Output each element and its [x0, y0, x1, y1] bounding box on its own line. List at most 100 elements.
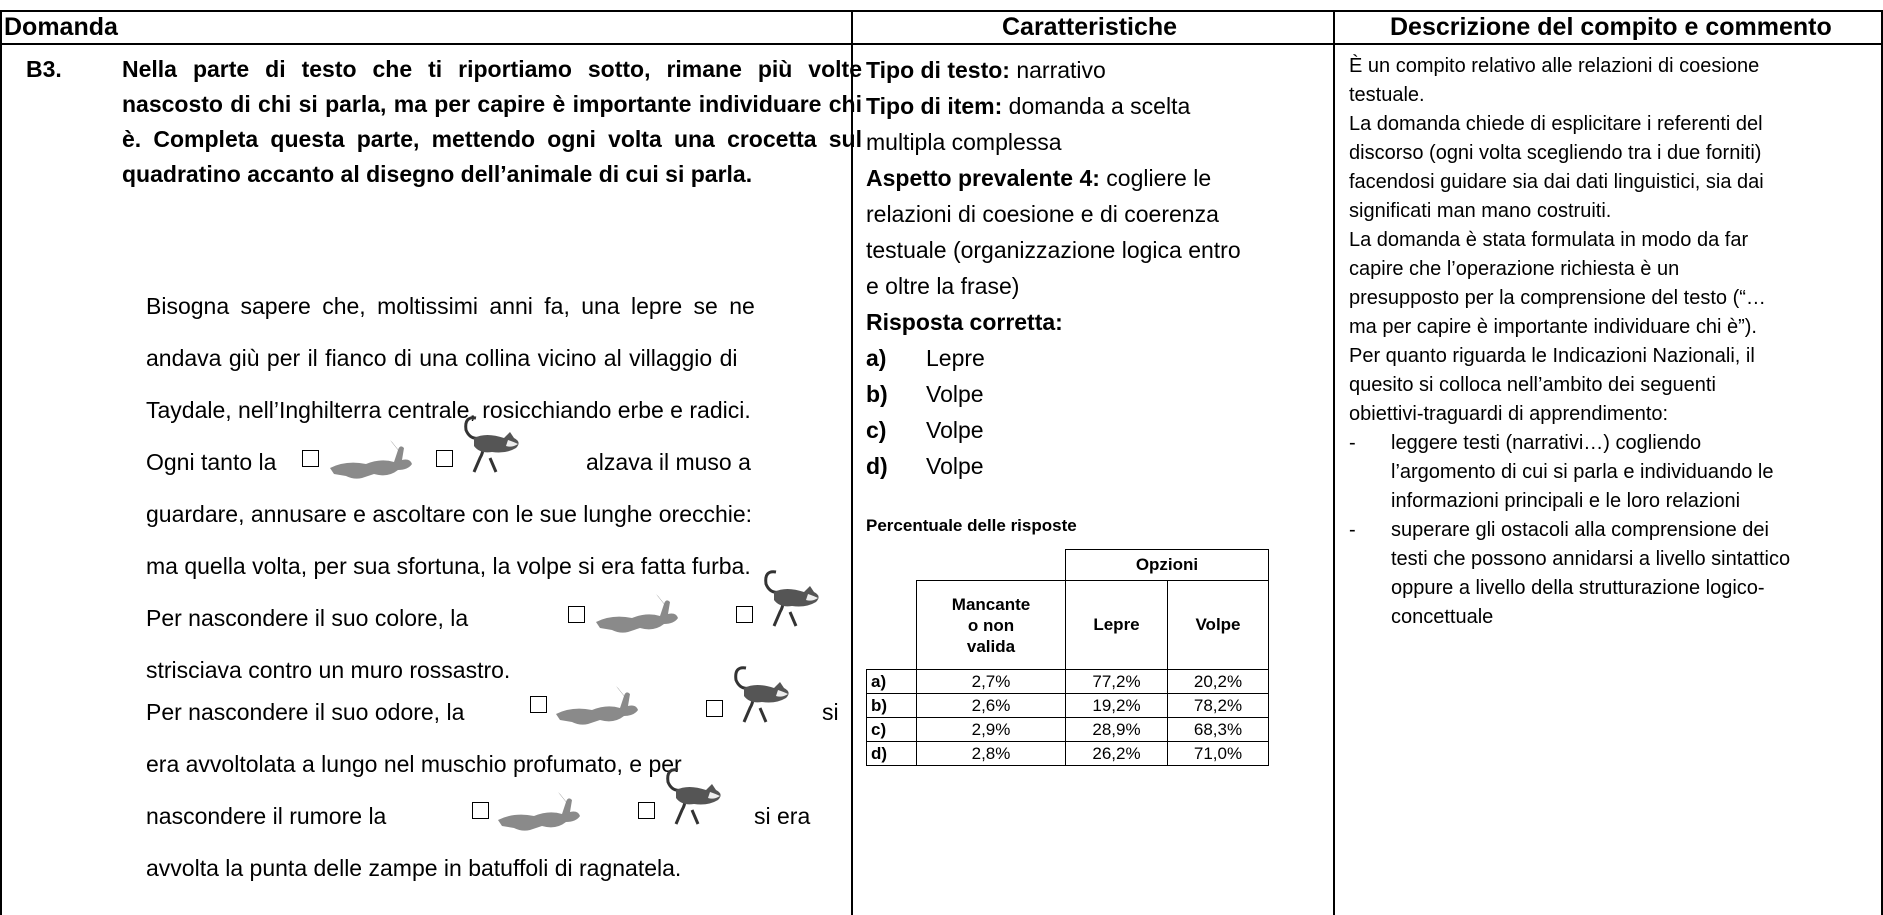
option-hare-2[interactable] [568, 578, 688, 638]
bullet-line: concettuale [1391, 606, 1494, 628]
tipo-item-label: Tipo di item: [866, 93, 1003, 119]
question-number: B3. [26, 56, 62, 82]
story-line: andava giù per il fianco di una collina … [146, 345, 738, 371]
story-line: nascondere il rumore la [146, 803, 387, 829]
cell-volpe: 20,2% [1167, 669, 1269, 694]
checkbox[interactable] [736, 606, 753, 623]
checkbox[interactable] [472, 802, 489, 819]
cell-lepre: 28,9% [1065, 717, 1168, 742]
checkbox[interactable] [638, 802, 655, 819]
checkbox[interactable] [706, 700, 723, 717]
option-hare-1[interactable] [302, 424, 422, 484]
desc-line: significati man mano costruiti. [1349, 200, 1612, 222]
tipo-item: Tipo di item: domanda a scelta [866, 88, 1190, 124]
fox-icon [658, 766, 728, 828]
desc-line: ma per capire è importante individuare c… [1349, 316, 1757, 338]
answer-letter: c) [866, 417, 887, 443]
desc-line: È un compito relativo alle relazioni di … [1349, 55, 1760, 77]
bullet-text: leggere testi (narrativi…) cogliendo l’a… [1391, 429, 1883, 516]
story-line: era avvoltolata a lungo nel muschio prof… [146, 751, 682, 777]
table-cell-empty [917, 550, 1066, 581]
aspetto-label: Aspetto prevalente 4: [866, 165, 1100, 191]
header-caratteristiche: Caratteristiche [1002, 13, 1178, 41]
table-row: a) 2,7% 77,2% 20,2% [866, 669, 1269, 694]
row-label: b) [866, 693, 917, 718]
cell-lepre: 26,2% [1065, 741, 1168, 766]
bullet-line: leggere testi (narrativi…) cogliendo [1391, 432, 1702, 454]
column-divider-1 [851, 10, 853, 915]
checkbox[interactable] [302, 450, 319, 467]
answer-letter: b) [866, 381, 888, 407]
answer-value: Volpe [926, 453, 984, 479]
table-cell-empty [867, 581, 917, 670]
hare-icon [552, 684, 642, 728]
desc-line: Per quanto riguarda le Indicazioni Nazio… [1349, 345, 1755, 367]
option-fox-3[interactable] [706, 664, 806, 724]
option-fox-4[interactable] [638, 766, 738, 826]
header-text: valida [966, 636, 1016, 656]
story-line: si era [754, 803, 811, 829]
desc-line: obiettivi-traguardi di apprendimento: [1349, 403, 1669, 425]
opzioni-header: Opzioni [1065, 549, 1269, 581]
answer-value: Volpe [926, 381, 984, 407]
column-divider-2 [1333, 10, 1335, 915]
cell-mancante: 2,6% [916, 693, 1066, 718]
aspetto-line: e oltre la frase) [866, 273, 1020, 299]
description-column: È un compito relativo alle relazioni di … [1349, 52, 1877, 429]
col-volpe-header: Volpe [1167, 580, 1269, 670]
checkbox[interactable] [530, 696, 547, 713]
aspetto: Aspetto prevalente 4: cogliere le [866, 160, 1211, 196]
checkbox[interactable] [568, 606, 585, 623]
tipo-item-cont: multipla complessa [866, 129, 1062, 155]
desc-line: testuale. [1349, 84, 1425, 106]
fox-icon [726, 664, 796, 726]
row-label: a) [866, 669, 917, 694]
cell-mancante: 2,8% [916, 741, 1066, 766]
tipo-testo-label: Tipo di testo: [866, 57, 1010, 83]
story-line: alzava il muso a [586, 449, 751, 475]
bullet-dash: - [1349, 519, 1356, 541]
bullet-line: testi che possono annidarsi a livello si… [1391, 548, 1791, 570]
bullet-dash: - [1349, 432, 1356, 454]
cell-volpe: 78,2% [1167, 693, 1269, 718]
question-text: Nella parte di testo che ti riportiamo s… [122, 56, 862, 187]
story-line: ma quella volta, per sua sfortuna, la vo… [146, 553, 751, 579]
checkbox[interactable] [436, 450, 453, 467]
header-domanda: Domanda [4, 13, 118, 41]
table-header-divider [0, 43, 1883, 45]
table-border-right [1881, 10, 1883, 915]
bullet-text: superare gli ostacoli alla comprensione … [1391, 516, 1883, 632]
header-text: o non [967, 615, 1015, 635]
row-label: c) [866, 717, 917, 742]
cell-mancante: 2,9% [916, 717, 1066, 742]
header-text: Mancante [951, 594, 1031, 614]
story-line: Per nascondere il suo colore, la [146, 605, 469, 631]
desc-line: capire che l’operazione richiesta è un [1349, 258, 1680, 280]
option-fox-2[interactable] [736, 568, 836, 628]
tipo-testo-value: narrativo [1009, 57, 1106, 83]
table-cell-empty [867, 550, 917, 581]
aspetto-value: cogliere le [1099, 165, 1212, 191]
story-line: guardare, annusare e ascoltare con le su… [146, 501, 753, 527]
aspetto-line: relazioni di coesione e di coerenza [866, 201, 1219, 227]
fox-icon [456, 414, 526, 476]
option-fox-1[interactable] [436, 414, 536, 474]
story-line: strisciava contro un muro rossastro. [146, 657, 511, 683]
desc-line: La domanda chiede di esplicitare i refer… [1349, 113, 1763, 135]
table-row: b) 2,6% 19,2% 78,2% [866, 693, 1269, 718]
bullet-line: oppure a livello della strutturazione lo… [1391, 577, 1765, 599]
answer-letter: a) [866, 345, 887, 371]
option-hare-3[interactable] [530, 674, 650, 734]
story-line: Ogni tanto la [146, 449, 277, 475]
option-hare-4[interactable] [472, 776, 592, 836]
bullet-line: l’argomento di cui si parla e individuan… [1391, 461, 1774, 483]
desc-line: quesito si colloca nell’ambito dei segue… [1349, 374, 1716, 396]
story-line: Per nascondere il suo odore, la [146, 699, 465, 725]
percentage-title: Percentuale delle risposte [866, 516, 1077, 535]
hare-icon [592, 592, 682, 636]
story-line: si [822, 699, 839, 725]
tipo-testo: Tipo di testo: narrativo [866, 52, 1106, 88]
cell-lepre: 77,2% [1065, 669, 1168, 694]
